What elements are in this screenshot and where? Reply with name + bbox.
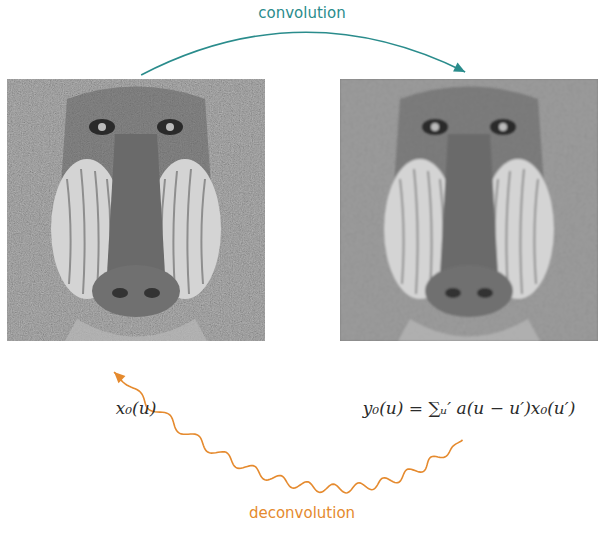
blurred-baboon-image [340, 79, 598, 341]
edge-label: deconvolution [246, 503, 358, 523]
formula-caption: y₀(u) = ∑ᵤ′ a(u − u′)x₀(u′) [363, 397, 576, 419]
edge-label: convolution [255, 3, 348, 23]
convolution-arrow [141, 32, 465, 75]
image-node: y₀(u) = ∑ᵤ′ a(u − u′)x₀(u′) [340, 79, 598, 341]
image-node: x₀(u) [7, 79, 265, 341]
baboon-image [7, 79, 265, 341]
formula-caption: x₀(u) [116, 397, 157, 419]
deconvolution-arrow [114, 372, 462, 493]
